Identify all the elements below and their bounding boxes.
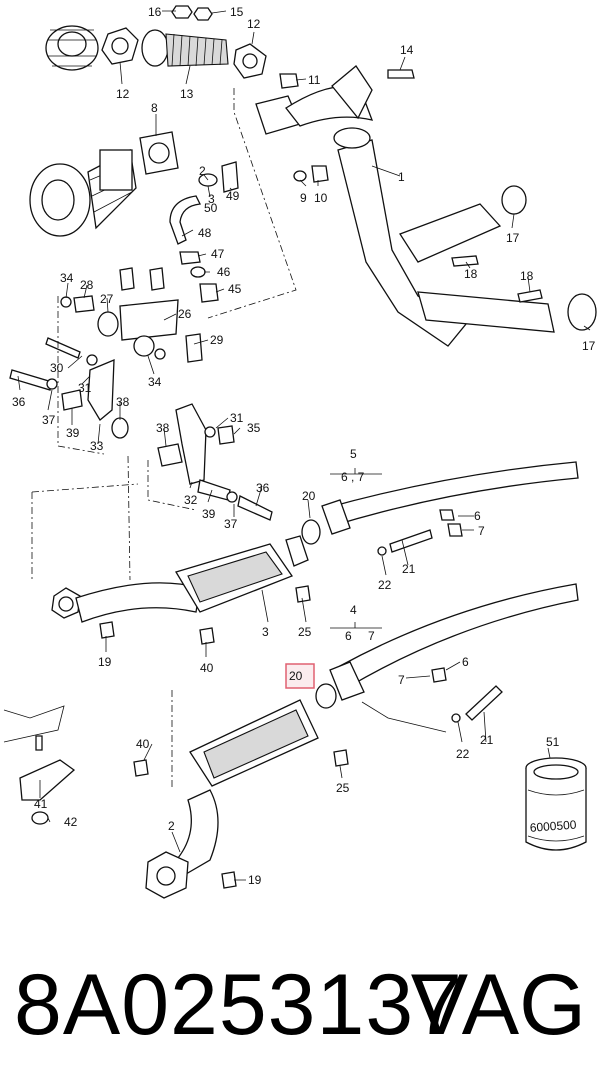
callout-c30: 30 — [50, 361, 64, 375]
exhaust-exploded-diagram: 1615121213141181234950910174847464518181… — [3, 5, 597, 899]
callout-c22b: 22 — [456, 747, 470, 761]
callout-c34b: 34 — [148, 375, 162, 389]
assembly-guide-lines — [31, 88, 297, 790]
callout-c19b: 19 — [248, 873, 262, 887]
catalytic-converter-3-drawing — [51, 461, 579, 645]
callout-c22a: 22 — [378, 578, 392, 592]
callout-c32: 32 — [184, 493, 198, 507]
part-51-stamp: 6000500 — [529, 818, 577, 835]
callout-c67a: 6 , 7 — [341, 470, 365, 484]
callout-c6a: 6 — [474, 509, 481, 523]
callout-c35: 35 — [247, 421, 261, 435]
callout-c17b: 17 — [582, 339, 596, 353]
callout-c4: 4 — [350, 603, 357, 617]
y-pipe-drawing — [255, 65, 597, 347]
callout-c39b: 39 — [202, 507, 216, 521]
callout-c18a: 18 — [464, 267, 478, 281]
callout-c3b: 3 — [262, 625, 269, 639]
callout-c45: 45 — [228, 282, 242, 296]
callout-c27: 27 — [100, 292, 114, 306]
leader-lines — [17, 10, 591, 881]
callout-c10: 10 — [314, 191, 328, 205]
callout-c42: 42 — [64, 815, 78, 829]
callout-c15: 15 — [230, 5, 244, 19]
callout-c26: 26 — [178, 307, 192, 321]
callout-c21a: 21 — [402, 562, 416, 576]
callout-c38b: 38 — [156, 421, 170, 435]
callout-c38a: 38 — [116, 395, 130, 409]
turbo-assembly-drawing — [29, 5, 329, 303]
callout-c41: 41 — [34, 797, 48, 811]
callout-c14: 14 — [400, 43, 414, 57]
callout-c16: 16 — [148, 5, 162, 19]
callout-c28: 28 — [80, 278, 94, 292]
brand-name: VAG — [410, 957, 586, 1053]
callout-c34a: 34 — [60, 271, 74, 285]
callout-c25b: 25 — [336, 781, 350, 795]
callout-c18b: 18 — [520, 269, 534, 283]
callout-c20b: 20 — [289, 669, 303, 683]
callout-c13: 13 — [180, 87, 194, 101]
sleeve-51-drawing — [525, 757, 587, 851]
callout-c33: 33 — [90, 439, 104, 453]
callout-c7a: 7 — [478, 524, 485, 538]
callout-c5: 5 — [350, 447, 357, 461]
callout-c47: 47 — [211, 247, 225, 261]
callout-c36b: 36 — [256, 481, 270, 495]
catalytic-converter-4-drawing — [133, 583, 579, 899]
callout-c2a: 2 — [199, 164, 206, 178]
callout-c40b: 40 — [136, 737, 150, 751]
callout-c6c: 6 — [462, 655, 469, 669]
callout-c2b: 2 — [168, 819, 175, 833]
callout-c51: 51 — [546, 735, 560, 749]
callout-c37a: 37 — [42, 413, 56, 427]
callout-c31b: 31 — [230, 411, 244, 425]
callout-c46: 46 — [217, 265, 231, 279]
callout-c7b: 7 — [368, 629, 375, 643]
callout-c12b: 12 — [116, 87, 130, 101]
callout-c31a: 31 — [78, 381, 92, 395]
callout-c29: 29 — [210, 333, 224, 347]
callout-c25a: 25 — [298, 625, 312, 639]
highlight-box-20 — [285, 663, 315, 689]
callout-c37b: 37 — [224, 517, 238, 531]
callout-c20a: 20 — [302, 489, 316, 503]
callout-c36a: 36 — [12, 395, 26, 409]
callout-c50: 50 — [204, 201, 218, 215]
callout-c8: 8 — [151, 101, 158, 115]
callout-c12a: 12 — [247, 17, 261, 31]
footer: 8A0253137 VAG — [0, 955, 600, 1092]
callout-c40a: 40 — [200, 661, 214, 675]
callout-c48: 48 — [198, 226, 212, 240]
hanger-bracket-41-drawing — [3, 705, 76, 825]
callout-c9: 9 — [300, 191, 307, 205]
bracket-hardware-drawing — [9, 267, 273, 521]
callout-c39a: 39 — [66, 426, 80, 440]
part-number: 8A0253137 — [14, 957, 463, 1053]
callout-c7c: 7 — [398, 673, 405, 687]
callout-c17a: 17 — [506, 231, 520, 245]
callout-c6b: 6 — [345, 629, 352, 643]
callout-c21b: 21 — [480, 733, 494, 747]
callout-c19a: 19 — [98, 655, 112, 669]
callout-c11: 11 — [308, 73, 321, 87]
callout-c49: 49 — [226, 189, 240, 203]
callout-c1: 1 — [398, 170, 405, 184]
callout-c3a: 3 — [208, 192, 215, 206]
